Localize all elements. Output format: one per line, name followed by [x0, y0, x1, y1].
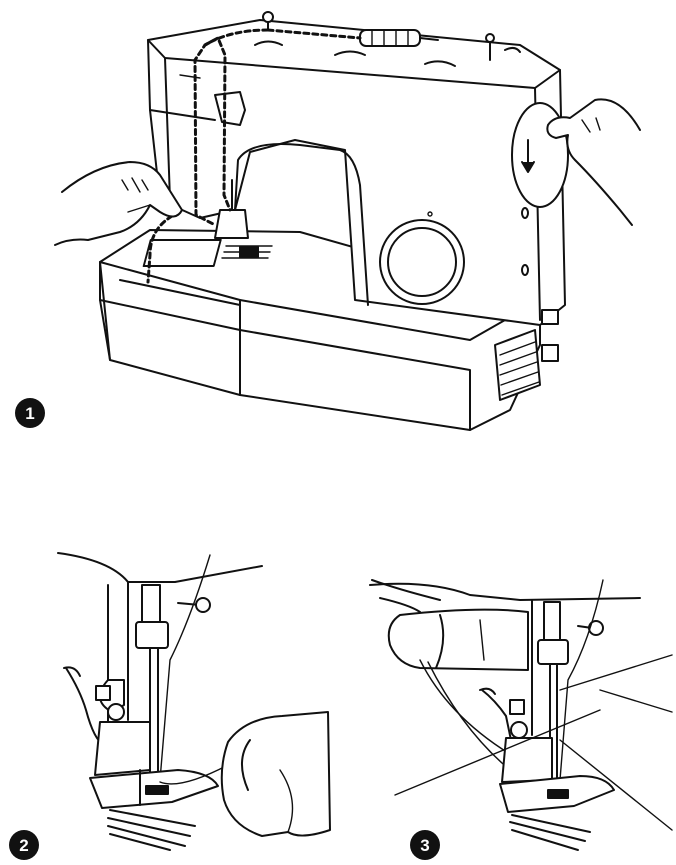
step-badge-1: 1 [15, 398, 45, 428]
finger-holding-threads [387, 608, 529, 671]
step-badge-2: 2 [9, 830, 39, 860]
step-number-1: 1 [25, 404, 34, 423]
needle-area [142, 179, 273, 267]
stitch-dial [379, 211, 465, 305]
step-number-3: 3 [420, 836, 429, 855]
vent-grill [494, 309, 559, 401]
step-badge-3: 3 [410, 830, 440, 860]
closeup-panel-3: 3 [369, 579, 673, 860]
thread-path [146, 28, 362, 284]
left-hand [54, 161, 183, 246]
hand-holding-thread [220, 711, 331, 837]
step-number-2: 2 [19, 836, 28, 855]
sewing-machine-panel: 1 [15, 11, 641, 431]
right-hand [546, 98, 641, 226]
closeup-panel-2: 2 [9, 552, 331, 860]
